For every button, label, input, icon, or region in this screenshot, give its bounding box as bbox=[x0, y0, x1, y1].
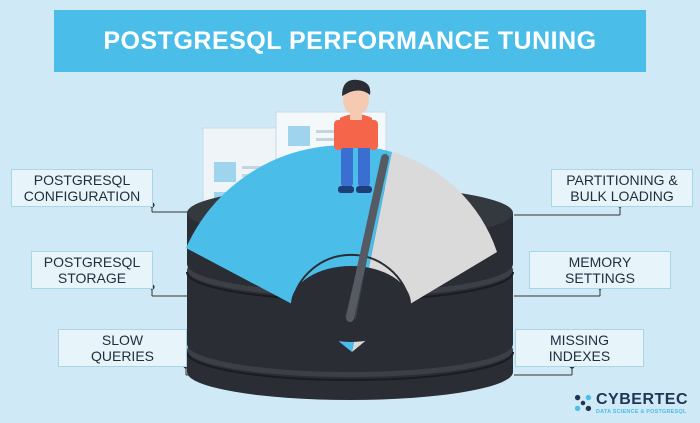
label-slow-queries: SLOW QUERIES bbox=[58, 329, 187, 367]
label-line: BULK LOADING bbox=[570, 188, 674, 204]
label-line: CONFIGURATION bbox=[23, 188, 141, 204]
label-postgresql-configuration: POSTGRESQL CONFIGURATION bbox=[11, 169, 153, 207]
label-line: QUERIES bbox=[90, 348, 154, 364]
page-title: POSTGRESQL PERFORMANCE TUNING bbox=[103, 26, 597, 55]
label-postgresql-storage: POSTGRESQL STORAGE bbox=[31, 251, 153, 289]
label-line: PARTITIONING & bbox=[566, 172, 678, 188]
label-missing-indexes: MISSING INDEXES bbox=[515, 329, 644, 367]
title-banner: POSTGRESQL PERFORMANCE TUNING bbox=[54, 10, 646, 72]
person-figure bbox=[334, 79, 378, 193]
label-line: INDEXES bbox=[548, 348, 611, 364]
logo-name: CYBERTEC bbox=[595, 390, 688, 408]
label-line: MISSING bbox=[549, 332, 610, 348]
label-partitioning-bulk-loading: PARTITIONING & BULK LOADING bbox=[551, 169, 693, 207]
label-line: POSTGRESQL bbox=[43, 254, 141, 270]
label-line: STORAGE bbox=[57, 270, 127, 286]
label-line: MEMORY bbox=[568, 254, 632, 270]
label-memory-settings: MEMORY SETTINGS bbox=[529, 251, 671, 289]
performance-gauge bbox=[186, 145, 497, 352]
label-line: POSTGRESQL bbox=[33, 172, 131, 188]
cybertec-logo: CYBERTEC DATA SCIENCE & POSTGRESQL bbox=[574, 390, 688, 416]
label-line: SETTINGS bbox=[564, 270, 635, 286]
label-line: SLOW bbox=[101, 332, 144, 348]
logo-tagline: DATA SCIENCE & POSTGRESQL bbox=[595, 408, 687, 415]
cybertec-logo-icon bbox=[574, 395, 592, 412]
